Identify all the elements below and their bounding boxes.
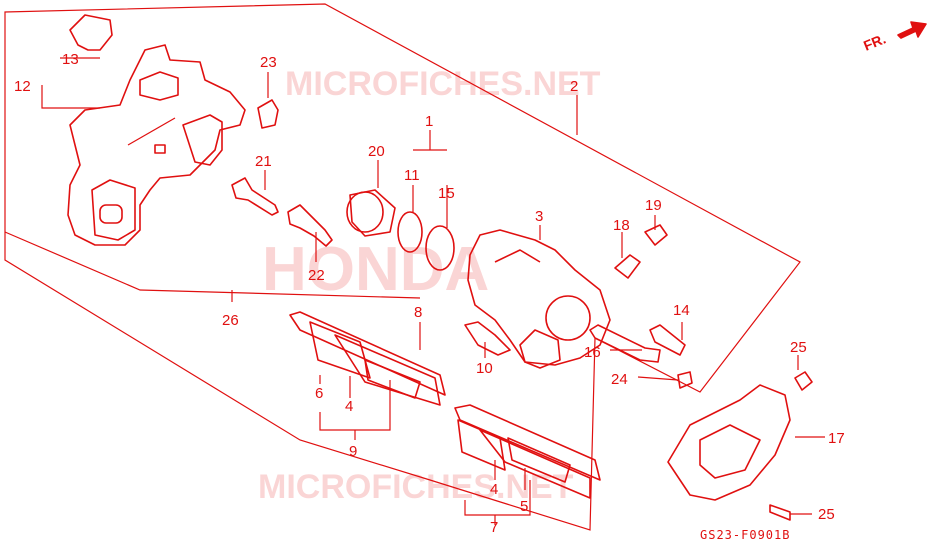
callout-19: 19	[645, 197, 662, 214]
caliper-piston	[346, 189, 396, 237]
caliper-bracket	[67, 44, 246, 246]
caliper-pin-14	[649, 324, 686, 356]
brake-pad-set-7	[454, 404, 601, 499]
callout-23: 23	[260, 54, 277, 71]
callout-12: 12	[14, 78, 31, 95]
bleeder-valve	[614, 254, 641, 279]
retainer-clip	[69, 14, 113, 51]
callout-2: 2	[570, 78, 578, 95]
callout-13: 13	[62, 51, 79, 68]
callout-21: 21	[255, 153, 272, 170]
callout-20: 20	[368, 143, 385, 160]
front-arrow-icon	[897, 21, 927, 39]
callout-4-lower: 4	[490, 481, 498, 498]
callout-9: 9	[349, 443, 357, 460]
callout-14: 14	[673, 302, 690, 319]
callout-8: 8	[414, 304, 422, 321]
kit-26-boundary	[4, 231, 421, 299]
callout-10: 10	[476, 360, 493, 377]
pad-spring	[464, 321, 511, 356]
brake-pad-set-9	[289, 311, 446, 406]
callout-1: 1	[425, 113, 433, 130]
callout-15: 15	[438, 185, 455, 202]
front-direction-indicator: FR.	[861, 21, 927, 54]
guard-bolt-lower	[769, 504, 791, 521]
callout-5: 5	[520, 498, 528, 515]
caliper-guard	[667, 384, 791, 501]
bleeder-cap	[644, 224, 668, 246]
front-label: FR.	[861, 30, 888, 53]
callout-6: 6	[315, 385, 323, 402]
watermark-site-top: MICROFICHES.NET	[285, 65, 601, 103]
watermark-site-bottom: MICROFICHES.NET	[258, 468, 574, 506]
rubber-boot	[257, 99, 279, 129]
drawing-code: GS23-F0901B	[700, 528, 790, 542]
callout-17: 17	[828, 430, 845, 447]
callout-18: 18	[613, 217, 630, 234]
callout-11: 11	[404, 167, 420, 184]
caliper-pin-16	[589, 324, 661, 363]
watermark-brand: HONDA	[262, 235, 489, 304]
callout-4-upper: 4	[345, 398, 353, 415]
callout-25-upper: 25	[790, 339, 807, 356]
callout-22: 22	[308, 267, 325, 284]
callout-26: 26	[222, 312, 239, 329]
dust-seal	[425, 225, 455, 271]
lock-nut-24	[677, 371, 693, 389]
pin-bolt-22	[287, 204, 333, 247]
callout-16: 16	[584, 344, 601, 361]
callout-7: 7	[490, 519, 498, 536]
assembly-outline	[4, 3, 801, 531]
callout-leaders	[41, 57, 825, 525]
callout-24: 24	[611, 371, 628, 388]
piston-seal	[397, 211, 423, 253]
pin-bolt-21	[231, 177, 279, 216]
callout-25-lower: 25	[818, 506, 835, 523]
caliper-body	[467, 229, 611, 369]
guard-bolt-upper	[794, 371, 813, 391]
callout-3: 3	[535, 208, 543, 225]
